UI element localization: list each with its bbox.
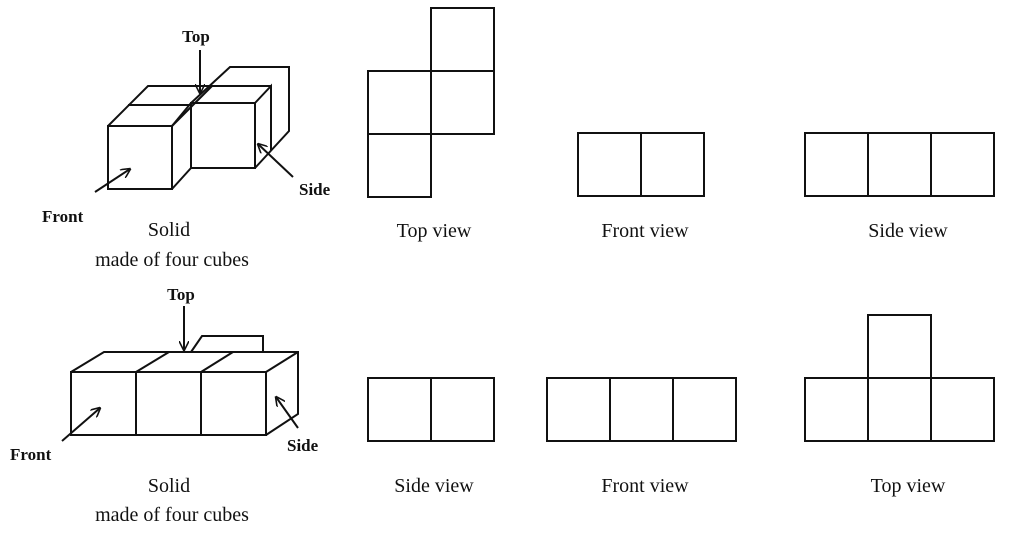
row1-front-arrow (94, 169, 130, 193)
row2-front-label: Front (10, 445, 52, 464)
row2-view2-caption: Front view (601, 475, 689, 497)
row2-view3-caption: Top view (871, 475, 946, 497)
row2-view2-grid (546, 377, 737, 442)
row2-view3-grid (804, 314, 995, 442)
row1-view1-grid (367, 7, 495, 198)
row2-side-label: Side (287, 436, 319, 455)
row2-solid (70, 335, 299, 436)
row1-view2-grid (577, 132, 705, 197)
row2-top-label: Top (167, 285, 195, 304)
row2-view1-caption: Side view (394, 475, 474, 497)
row1-top-label: Top (182, 27, 210, 46)
row1-solid (107, 66, 290, 190)
row2-view1-grid (367, 377, 495, 442)
row1-view2-caption: Front view (601, 220, 689, 242)
row2-solid-caption-2: made of four cubes (95, 504, 249, 526)
row1-front-label: Front (42, 207, 84, 226)
row1-solid-caption-2: made of four cubes (95, 249, 249, 271)
row1-side-label: Side (299, 180, 331, 199)
row2-solid-caption-1: Solid (148, 475, 190, 497)
row1-view3-grid (804, 132, 995, 197)
row1-side-arrow (258, 144, 294, 178)
row1-solid-caption-1: Solid (148, 219, 190, 241)
row1-view3-caption: Side view (868, 220, 948, 242)
row2-front-arrow (61, 408, 100, 442)
row2-side-arrow (276, 397, 299, 429)
row1-view1-caption: Top view (397, 220, 472, 242)
